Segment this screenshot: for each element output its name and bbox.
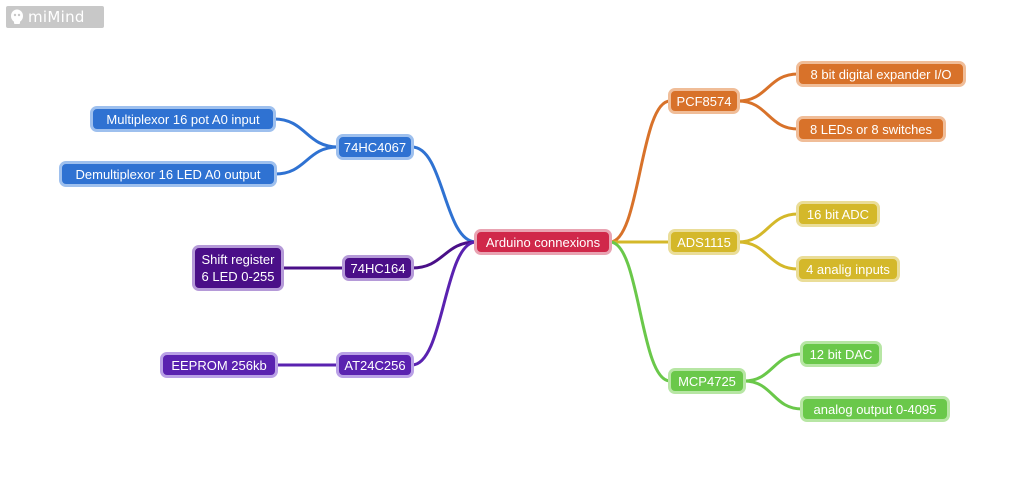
leaf-node-label-line-1: Shift register [201, 252, 275, 267]
connector-root-to-left-2 [410, 240, 478, 367]
mimind-logo-icon [10, 9, 24, 25]
branch-node-label: ADS1115 [677, 234, 731, 250]
leaf-node-16-bit-adc[interactable]: 16 bit ADC [796, 201, 880, 227]
branch-node-pcf8574[interactable]: PCF8574 [668, 88, 740, 114]
leaf-node-multiplexor[interactable]: Multiplexor 16 pot A0 input [90, 106, 276, 132]
connector-root-to-left-0 [410, 145, 478, 244]
root-node[interactable]: Arduino connexions [474, 229, 612, 255]
connector-root-to-right-2 [608, 240, 672, 383]
leaf-node-label: 8 bit digital expander I/O [810, 66, 952, 82]
leaf-node-label: 4 analig inputs [806, 261, 890, 277]
connector-root-to-right-0 [608, 99, 672, 244]
leaf-node-leds-or-switches[interactable]: 8 LEDs or 8 switches [796, 116, 946, 142]
branch-node-label: AT24C256 [344, 357, 406, 373]
leaf-node-label: Demultiplexor 16 LED A0 output [75, 166, 261, 182]
connector-root-to-left-1 [410, 240, 478, 270]
leaf-node-label: 12 bit DAC [809, 346, 873, 362]
leaf-node-analog-output[interactable]: analog output 0-4095 [800, 396, 950, 422]
connector-right-2-child-0 [742, 352, 804, 383]
branch-node-ads1115[interactable]: ADS1115 [668, 229, 740, 255]
leaf-node-label: 8 LEDs or 8 switches [809, 121, 933, 137]
leaf-node-shift-register[interactable]: Shift register 6 LED 0-255 [192, 245, 284, 291]
leaf-node-label: 16 bit ADC [806, 206, 870, 222]
branch-node-mcp4725[interactable]: MCP4725 [668, 368, 746, 394]
branch-node-label: PCF8574 [676, 93, 732, 109]
connector-right-2-child-1 [742, 379, 804, 411]
branch-node-label: 74HC164 [350, 260, 406, 276]
branch-node-label: MCP4725 [678, 373, 736, 389]
branch-node-74hc4067[interactable]: 74HC4067 [336, 134, 414, 160]
mimind-watermark: miMind [6, 6, 104, 28]
leaf-node-analig-inputs[interactable]: 4 analig inputs [796, 256, 900, 282]
branch-node-74hc164[interactable]: 74HC164 [342, 255, 414, 281]
connector-right-0-child-1 [736, 99, 800, 131]
leaf-node-eeprom[interactable]: EEPROM 256kb [160, 352, 278, 378]
branch-node-label: 74HC4067 [343, 139, 407, 155]
connector-left-0-child-0 [272, 117, 340, 149]
root-node-label: Arduino connexions [485, 234, 601, 250]
leaf-node-demultiplexor[interactable]: Demultiplexor 16 LED A0 output [59, 161, 277, 187]
leaf-node-label: analog output 0-4095 [813, 401, 937, 417]
connector-left-0-child-1 [273, 145, 340, 176]
leaf-node-label-line-2: 6 LED 0-255 [201, 269, 275, 284]
leaf-node-label: Multiplexor 16 pot A0 input [106, 111, 260, 127]
watermark-text: miMind [28, 8, 85, 26]
connector-right-1-child-1 [736, 240, 800, 271]
branch-node-at24c256[interactable]: AT24C256 [336, 352, 414, 378]
leaf-node-digital-expander[interactable]: 8 bit digital expander I/O [796, 61, 966, 87]
leaf-node-label: EEPROM 256kb [171, 357, 267, 373]
connector-right-0-child-0 [736, 72, 800, 103]
leaf-node-12-bit-dac[interactable]: 12 bit DAC [800, 341, 882, 367]
connector-right-1-child-0 [736, 212, 800, 244]
